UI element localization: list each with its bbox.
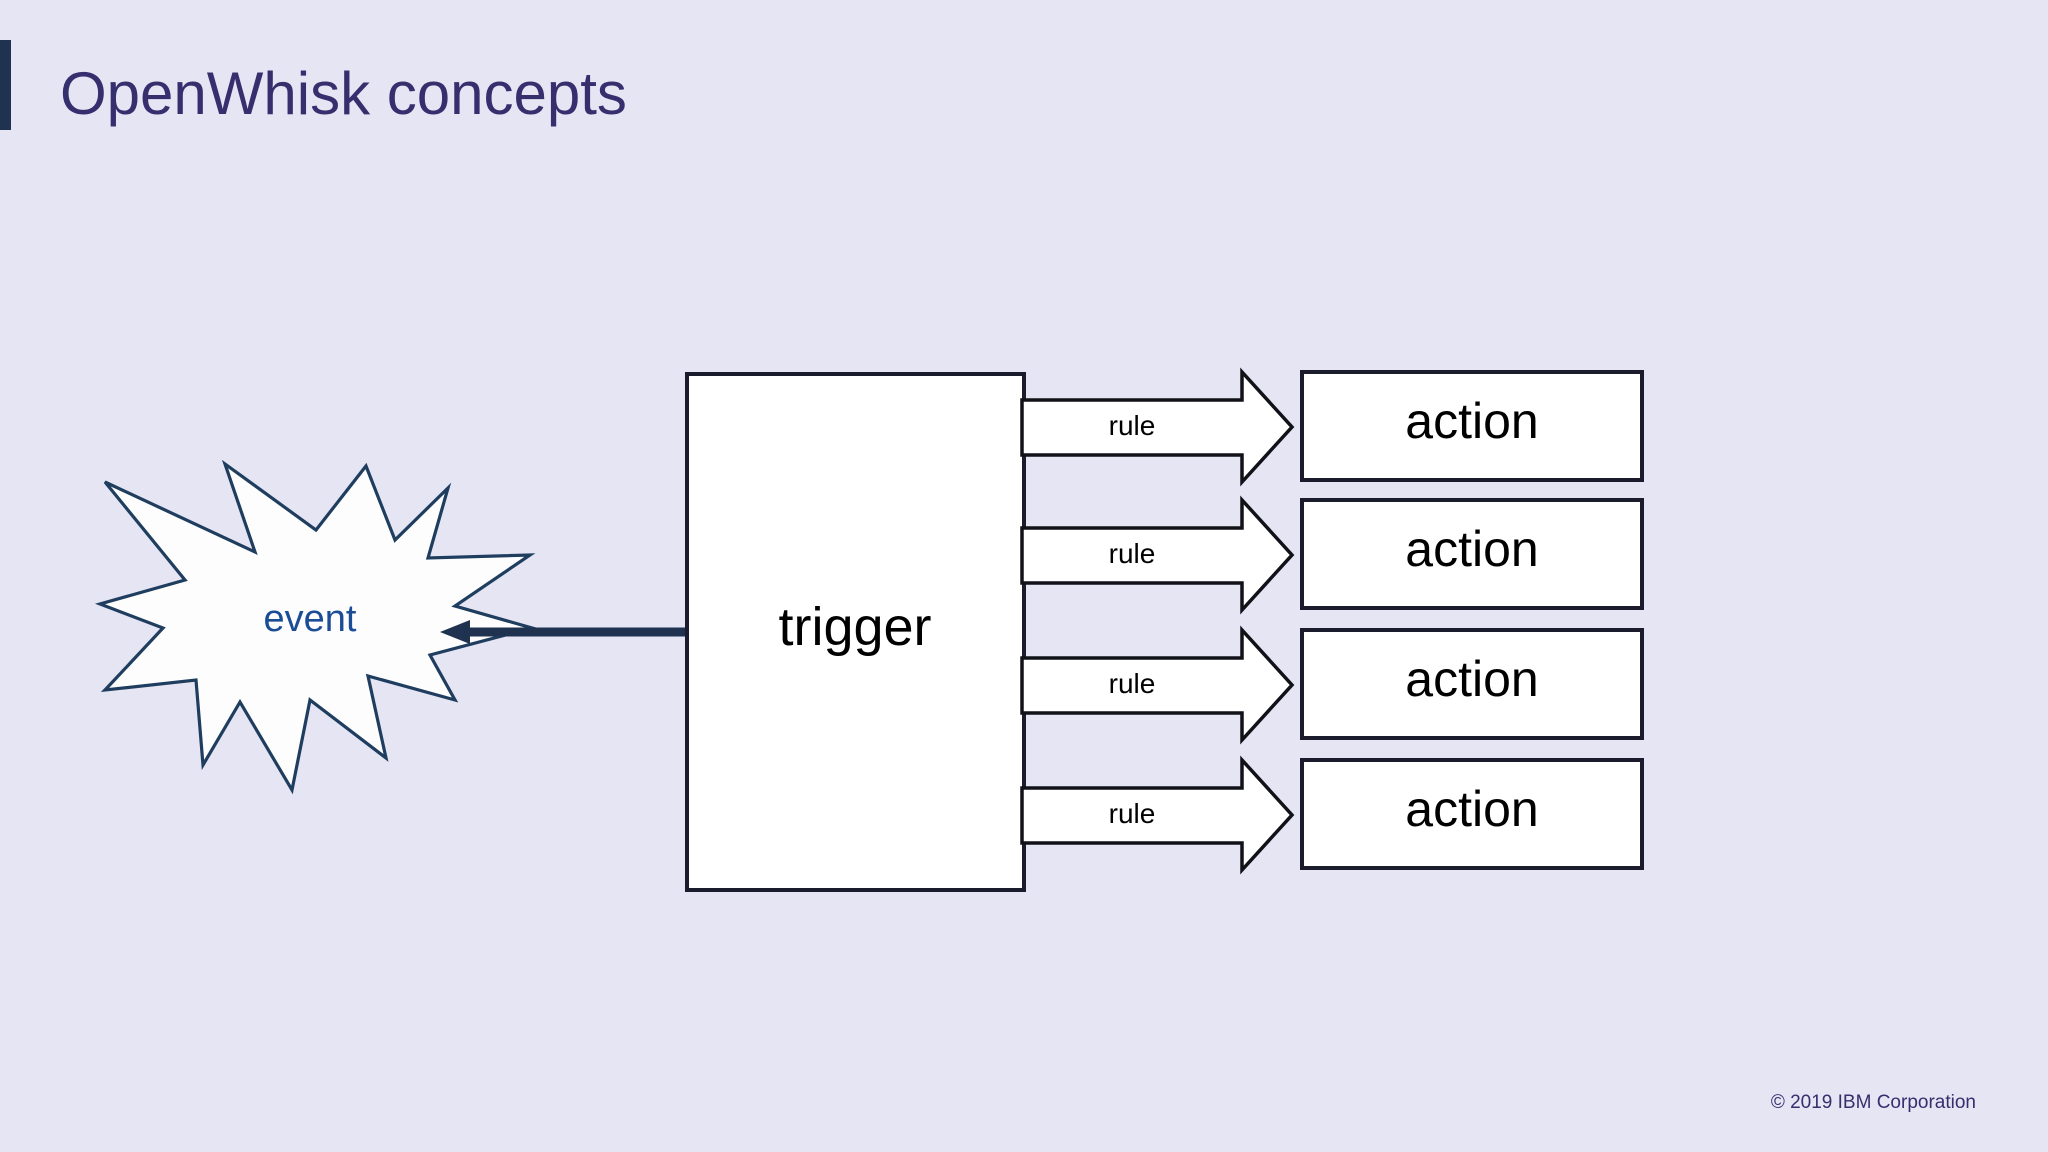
rule-label-2: rule	[1108, 538, 1156, 569]
rule-label-3: rule	[1108, 668, 1156, 699]
action-label-4: action	[1405, 781, 1539, 837]
page-title: OpenWhisk concepts	[60, 60, 627, 127]
title-accent-bar	[0, 40, 11, 130]
rule-label-4: rule	[1108, 798, 1156, 829]
trigger-label: trigger	[778, 597, 932, 657]
action-label-3: action	[1405, 651, 1539, 707]
action-label-1: action	[1405, 393, 1539, 449]
action-label-2: action	[1405, 521, 1539, 577]
event-label: event	[263, 598, 357, 640]
event-trigger-arrowhead	[440, 620, 470, 644]
copyright-footer: © 2019 IBM Corporation	[1770, 1092, 1976, 1113]
rule-label-1: rule	[1108, 410, 1156, 441]
